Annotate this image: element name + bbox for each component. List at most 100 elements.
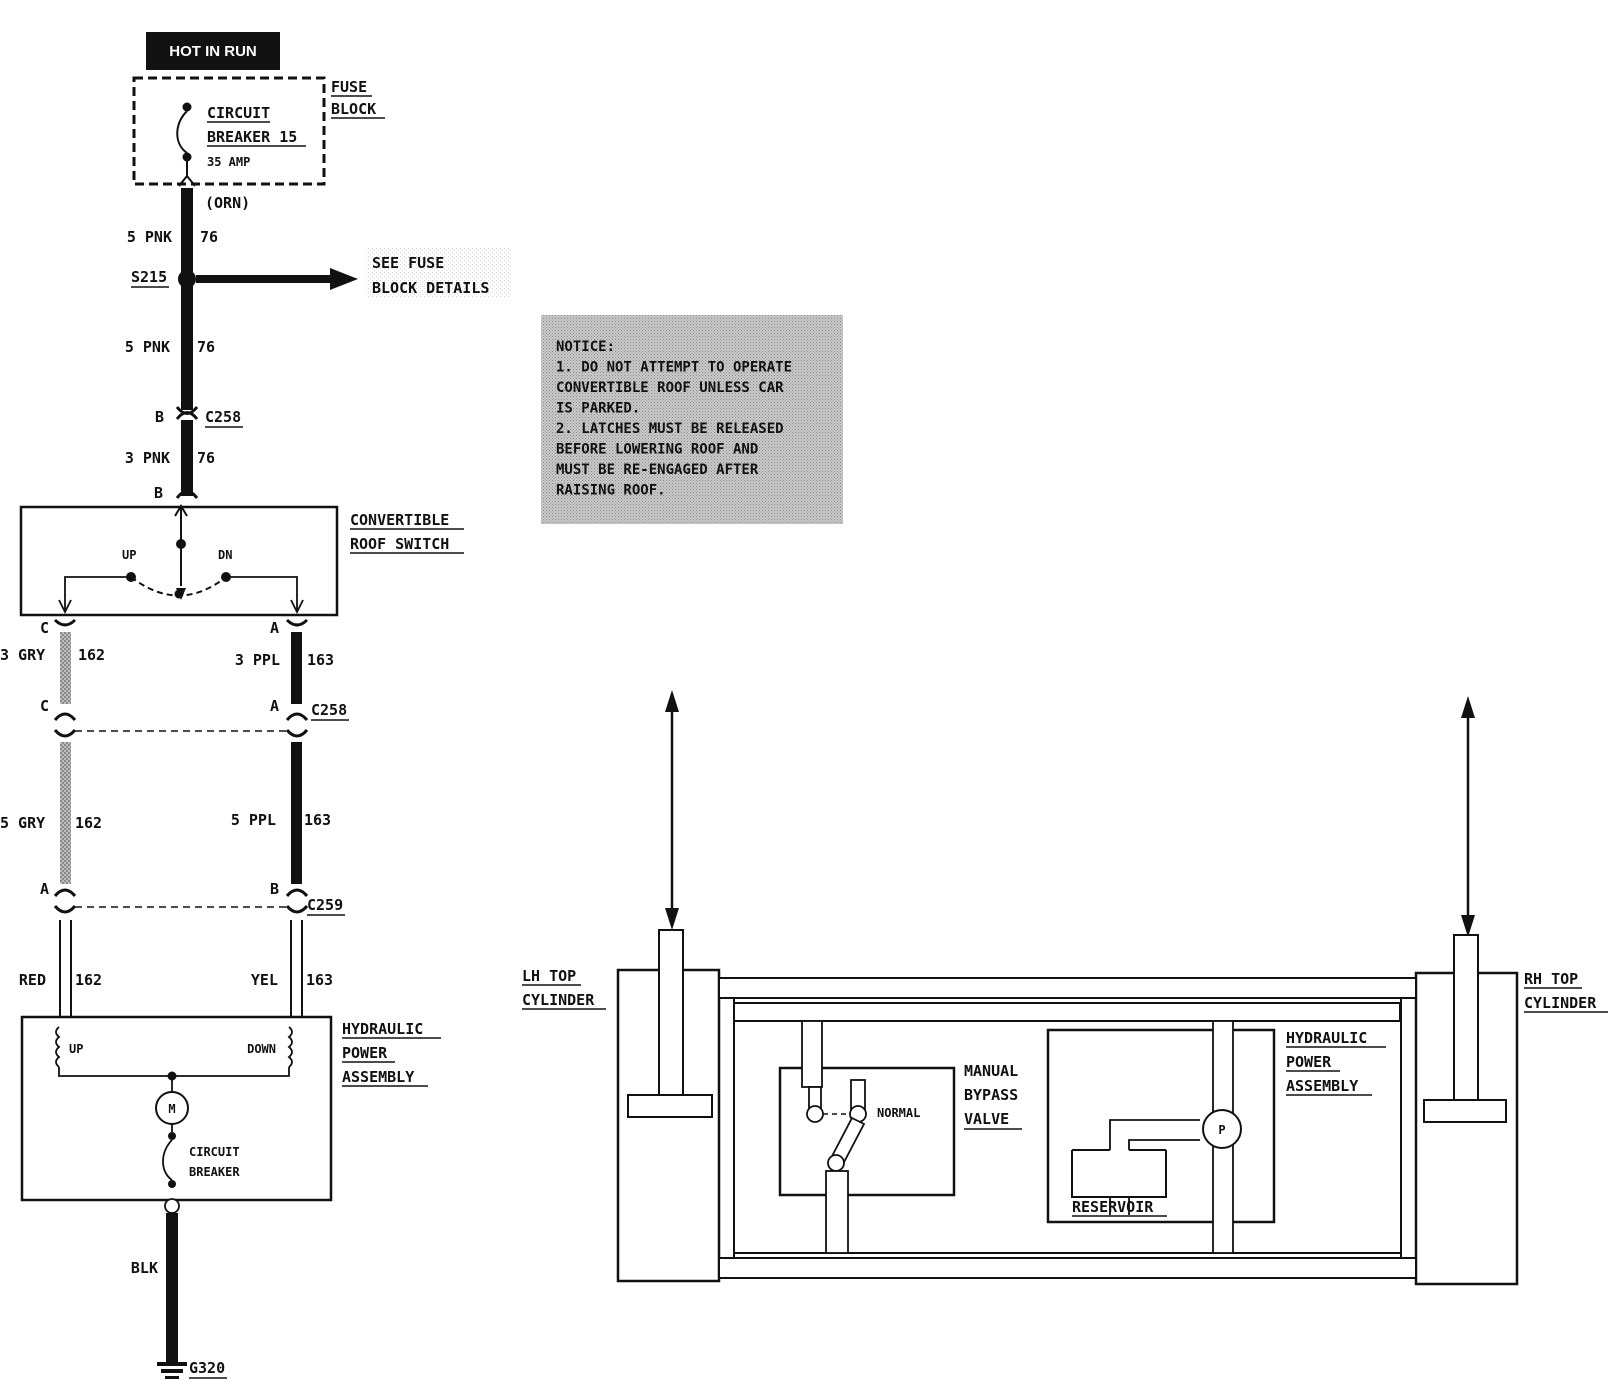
c258-mid-label: C258 — [311, 701, 349, 721]
c259-label: C259 — [307, 896, 345, 916]
svg-text:C258: C258 — [311, 701, 347, 719]
wire-lower-gauge-color: 3 PNK — [125, 449, 170, 467]
notice-line: 1. DO NOT ATTEMPT TO OPERATE — [556, 360, 792, 376]
svg-text:VALVE: VALVE — [964, 1110, 1009, 1128]
wire-pnk-76 — [175, 174, 199, 499]
assembly-down-label: DOWN — [247, 1042, 276, 1056]
wire-yel-circuit: 163 — [306, 971, 333, 989]
svg-text:MANUAL: MANUAL — [964, 1062, 1018, 1080]
wire-mid-gauge-color: 5 PNK — [125, 338, 170, 356]
wire-gry-5-circuit: 162 — [75, 814, 102, 832]
svg-text:HOT IN RUN: HOT IN RUN — [169, 43, 257, 60]
svg-text:CYLINDER: CYLINDER — [1524, 994, 1597, 1012]
c258-top-pin: B — [155, 408, 164, 426]
wire-mid-circuit: 76 — [197, 338, 215, 356]
wire-ppl-5-circuit: 163 — [304, 811, 331, 829]
wire-ppl-3-gauge-color: 3 PPL — [235, 651, 280, 669]
switch-pin-b: B — [154, 484, 163, 502]
svg-text:BLOCK: BLOCK — [331, 100, 376, 118]
wire-top-gauge-color: 5 PNK — [127, 228, 172, 246]
ground-symbol — [157, 1362, 187, 1379]
svg-text:CYLINDER: CYLINDER — [522, 991, 595, 1009]
wire-yel-color: YEL — [251, 971, 278, 989]
notice-box: NOTICE: 1. DO NOT ATTEMPT TO OPERATE CONVE… — [541, 315, 843, 524]
svg-text:G320: G320 — [189, 1359, 225, 1377]
manual-bypass-valve — [778, 1020, 956, 1254]
switch-dn-label: DN — [218, 548, 232, 562]
notice-line: BEFORE LOWERING ROOF AND — [556, 442, 758, 458]
svg-text:POWER: POWER — [342, 1044, 388, 1062]
fuse-block-label: FUSE BLOCK — [331, 78, 385, 119]
ground-wire-color: BLK — [131, 1259, 158, 1277]
see-fuse-label: SEE FUSE BLOCK DETAILS — [372, 254, 489, 297]
wire-lower-circuit: 76 — [197, 449, 215, 467]
svg-text:ASSEMBLY: ASSEMBLY — [1286, 1077, 1358, 1095]
rh-top-cylinder-label: RH TOP CYLINDER — [1524, 970, 1608, 1013]
splice-s215-label: S215 — [131, 268, 169, 288]
reservoir-label: RESERVOIR — [1072, 1198, 1167, 1217]
orn-label: (ORN) — [205, 194, 250, 212]
svg-text:35 AMP: 35 AMP — [207, 155, 250, 169]
convertible-roof-switch-box — [19, 505, 339, 617]
wire-ppl-163 — [285, 618, 309, 1017]
wire-gry-3-circuit: 162 — [78, 646, 105, 664]
c258-mid-right-pin: A — [270, 697, 279, 715]
svg-text:M: M — [168, 1102, 175, 1116]
switch-pin-left: C — [40, 619, 49, 637]
wire-top-circuit: 76 — [200, 228, 218, 246]
svg-text:RESERVOIR: RESERVOIR — [1072, 1198, 1154, 1216]
svg-text:CONVERTIBLE: CONVERTIBLE — [350, 511, 449, 529]
pump-label: P — [1218, 1123, 1225, 1137]
svg-text:RH TOP: RH TOP — [1524, 970, 1578, 988]
splice-s215-dot — [178, 270, 196, 288]
notice-line: CONVERTIBLE ROOF UNLESS CAR — [556, 380, 784, 396]
assembly-cb-line1: CIRCUIT — [189, 1145, 240, 1159]
c259-right-pin: B — [270, 880, 279, 898]
wire-gry-3-gauge-color: 3 GRY — [0, 646, 45, 664]
svg-text:BREAKER 15: BREAKER 15 — [207, 128, 297, 146]
convertible-roof-switch-label: CONVERTIBLE ROOF SWITCH — [350, 511, 464, 554]
notice-line: IS PARKED. — [556, 401, 640, 417]
svg-text:CIRCUIT: CIRCUIT — [207, 104, 270, 122]
wire-red-circuit: 162 — [75, 971, 102, 989]
motor-symbol: M — [155, 1091, 189, 1125]
lh-top-cylinder-label: LH TOP CYLINDER — [522, 967, 606, 1010]
notice-line: RAISING ROOF. — [556, 483, 666, 499]
hydraulic-lines — [718, 977, 1417, 1279]
notice-line: 2. LATCHES MUST BE RELEASED — [556, 421, 784, 437]
wire-red-color: RED — [19, 971, 46, 989]
svg-text:C258: C258 — [205, 408, 241, 426]
notice-line: NOTICE: — [556, 339, 615, 355]
rh-top-cylinder — [1414, 934, 1519, 1286]
roof-switch-internals — [58, 504, 304, 615]
wire-ppl-3-circuit: 163 — [307, 651, 334, 669]
svg-text:POWER: POWER — [1286, 1053, 1332, 1071]
svg-text:LH TOP: LH TOP — [522, 967, 576, 985]
assembly-cb-line2: BREAKER — [189, 1165, 240, 1179]
fuse-block-box — [132, 76, 326, 186]
see-fuse-halo — [365, 248, 511, 298]
wire-gry-5-gauge-color: 5 GRY — [0, 814, 45, 832]
svg-text:HYDRAULIC: HYDRAULIC — [1286, 1029, 1367, 1047]
hydraulic-pump-assembly — [1046, 1020, 1276, 1254]
svg-text:ASSEMBLY: ASSEMBLY — [342, 1068, 414, 1086]
svg-text:S215: S215 — [131, 268, 167, 286]
wire-gry-162 — [53, 618, 77, 1017]
assembly-up-label: UP — [69, 1042, 83, 1056]
svg-text:HYDRAULIC: HYDRAULIC — [342, 1020, 423, 1038]
motor-windings — [55, 1026, 293, 1092]
notice-line: MUST BE RE-ENGAGED AFTER — [556, 462, 759, 478]
svg-text:ROOF SWITCH: ROOF SWITCH — [350, 535, 449, 553]
valve-normal-label: NORMAL — [877, 1106, 920, 1120]
manual-bypass-valve-label: MANUAL BYPASS VALVE — [964, 1062, 1022, 1130]
circuit-breaker-15-symbol — [176, 102, 192, 176]
wire-ppl-5-gauge-color: 5 PPL — [231, 811, 276, 829]
lh-top-cylinder — [616, 929, 721, 1283]
c259-left-pin: A — [40, 880, 49, 898]
hydraulic-power-assembly-label-right: HYDRAULIC POWER ASSEMBLY — [1286, 1029, 1386, 1096]
switch-pin-right: A — [270, 619, 279, 637]
assembly-circuit-breaker-symbol — [162, 1124, 180, 1214]
svg-text:FUSE: FUSE — [331, 78, 367, 96]
switch-up-label: UP — [122, 548, 136, 562]
svg-text:BYPASS: BYPASS — [964, 1086, 1018, 1104]
